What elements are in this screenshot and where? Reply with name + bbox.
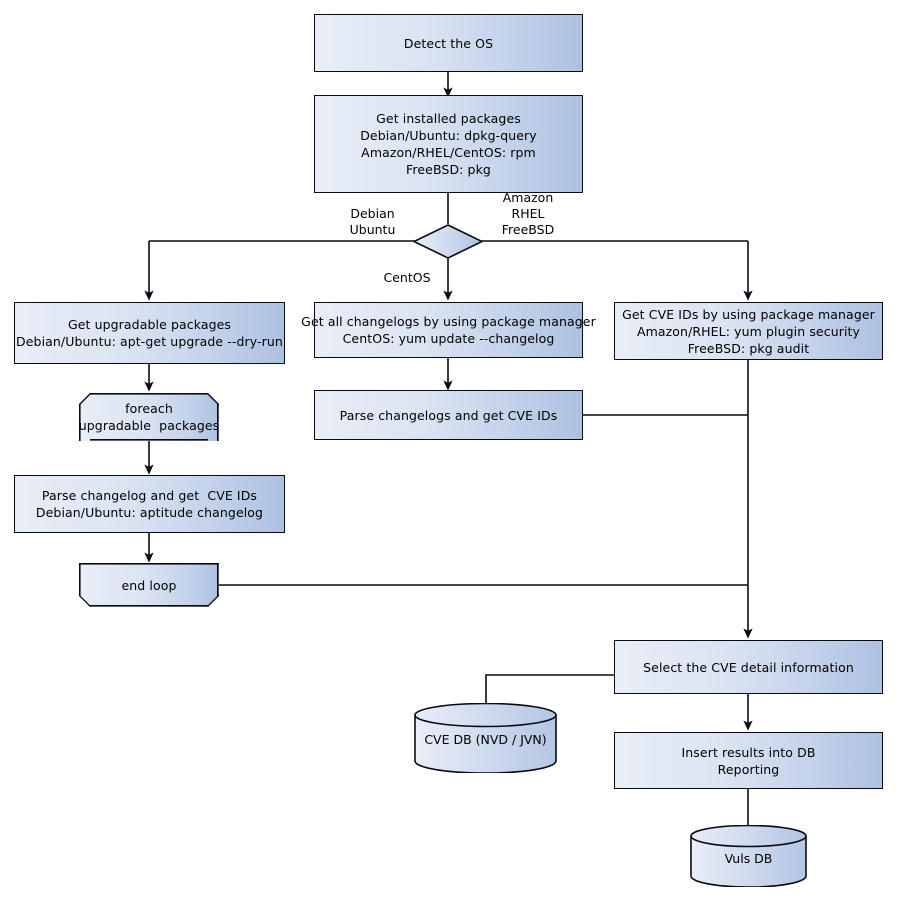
node-get-all-changelogs[interactable]: Get all changelogs by using package mana… [301, 302, 596, 358]
node-vuls-db[interactable]: Vuls DB [690, 824, 807, 888]
node-detect-os[interactable]: Detect the OS [314, 14, 583, 72]
node-get-cve-ids-label: Get CVE IDs by using package manager Ama… [622, 306, 875, 356]
node-get-cve-ids[interactable]: Get CVE IDs by using package manager Ama… [614, 302, 883, 360]
loop-corner-bottom-right [207, 595, 220, 608]
node-foreach-loop-label: foreach upgradable packages [78, 401, 220, 433]
decision-os-diamond[interactable] [412, 224, 484, 259]
node-insert-results-label: Insert results into DB Reporting [681, 744, 816, 777]
node-parse-changelogs[interactable]: Parse changelogs and get CVE IDs [314, 390, 583, 440]
edge-label-debian-ubuntu: Debian Ubuntu [349, 206, 396, 237]
edge-label-amazon-rhel-freebsd: Amazon RHEL FreeBSD [501, 190, 555, 237]
node-detect-os-label: Detect the OS [403, 35, 494, 51]
node-end-loop[interactable]: end loop [79, 563, 219, 607]
node-parse-changelogs-label: Parse changelogs and get CVE IDs [339, 407, 558, 423]
node-cve-db-label: CVE DB (NVD / JVN) [424, 732, 547, 747]
node-get-installed-packages-label: Get installed packages Debian/Ubuntu: dp… [360, 111, 537, 177]
node-insert-results[interactable]: Insert results into DB Reporting [614, 732, 883, 789]
node-get-upgradable-packages-label: Get upgradable packages Debian/Ubuntu: a… [16, 317, 283, 349]
edge-label-centos: CentOS [383, 270, 431, 285]
node-select-cve-detail-label: Select the CVE detail information [643, 659, 854, 675]
node-get-all-changelogs-label: Get all changelogs by using package mana… [301, 314, 596, 346]
node-foreach-loop[interactable]: foreach upgradable packages [79, 393, 219, 441]
node-select-cve-detail[interactable]: Select the CVE detail information [614, 640, 883, 694]
node-get-installed-packages[interactable]: Get installed packages Debian/Ubuntu: dp… [314, 95, 583, 193]
node-get-upgradable-packages[interactable]: Get upgradable packages Debian/Ubuntu: a… [14, 302, 285, 364]
node-cve-db[interactable]: CVE DB (NVD / JVN) [414, 702, 557, 774]
node-parse-changelog[interactable]: Parse changelog and get CVE IDs Debian/U… [14, 475, 285, 533]
node-parse-changelog-label: Parse changelog and get CVE IDs Debian/U… [35, 488, 264, 520]
node-end-loop-label: end loop [121, 577, 177, 593]
node-vuls-db-label: Vuls DB [724, 851, 773, 866]
loop-corner-bottom-left [78, 595, 91, 608]
